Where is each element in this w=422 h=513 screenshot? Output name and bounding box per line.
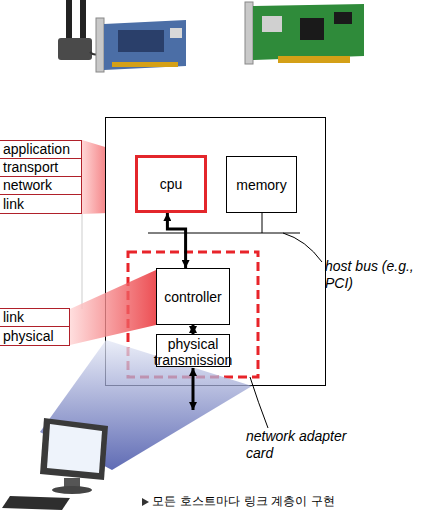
box-label: physical transmission (141, 336, 245, 368)
stack-highlight (70, 270, 156, 345)
memory-box: memory (226, 156, 297, 213)
transmission-arrow (192, 368, 195, 410)
rj45-port (262, 16, 282, 32)
leader-line (250, 377, 268, 428)
host-bus (148, 233, 300, 234)
ethernet-card-pcb (253, 4, 364, 60)
host-box (106, 118, 326, 386)
controller-box: controller (156, 268, 230, 325)
antenna-base (58, 38, 92, 60)
box-label: cpu (160, 176, 183, 192)
layer-name: transport (0, 159, 81, 176)
layer-box: application (0, 140, 82, 159)
card-contacts (112, 62, 178, 67)
box-label: memory (236, 177, 287, 193)
wireless-card-pcb (104, 20, 186, 70)
cpu-box: cpu (135, 155, 207, 213)
physical-box: physical transmission (156, 334, 230, 367)
layer-box: network (0, 176, 82, 195)
keyboard (2, 496, 70, 510)
layer-name: link (0, 195, 81, 213)
card-chip (334, 12, 352, 24)
layer-name: physical (0, 327, 69, 345)
layer-box: link (0, 308, 70, 327)
monitor-frame (40, 418, 108, 480)
bullet (142, 498, 149, 506)
layer-box: link (0, 194, 82, 214)
layer-box: transport (0, 158, 82, 177)
callout-label: network adapter card (246, 428, 376, 462)
bus-label: host bus (e.g., PCI) (325, 258, 415, 292)
layer-name: network (0, 177, 81, 194)
monitor-screen (47, 424, 102, 473)
stack-guide (81, 214, 83, 309)
monitor-base (52, 486, 92, 494)
layer-name: application (0, 141, 81, 158)
leader-line (283, 233, 322, 262)
layer-name: link (0, 309, 69, 326)
bus-wire (262, 213, 263, 233)
card-chip (300, 18, 324, 40)
layer-box: physical (0, 326, 70, 346)
card-bracket (96, 18, 104, 72)
card-bracket (245, 2, 253, 64)
box-label: controller (164, 289, 222, 305)
bus-arrow (192, 325, 195, 334)
card-chip (170, 28, 182, 38)
antenna (66, 0, 72, 42)
card-chip (118, 30, 164, 52)
card-contacts (278, 56, 350, 63)
bus-arrow (167, 213, 185, 268)
bullet-note: 모든 호스트마다 링크 계층이 구현 (152, 494, 420, 509)
